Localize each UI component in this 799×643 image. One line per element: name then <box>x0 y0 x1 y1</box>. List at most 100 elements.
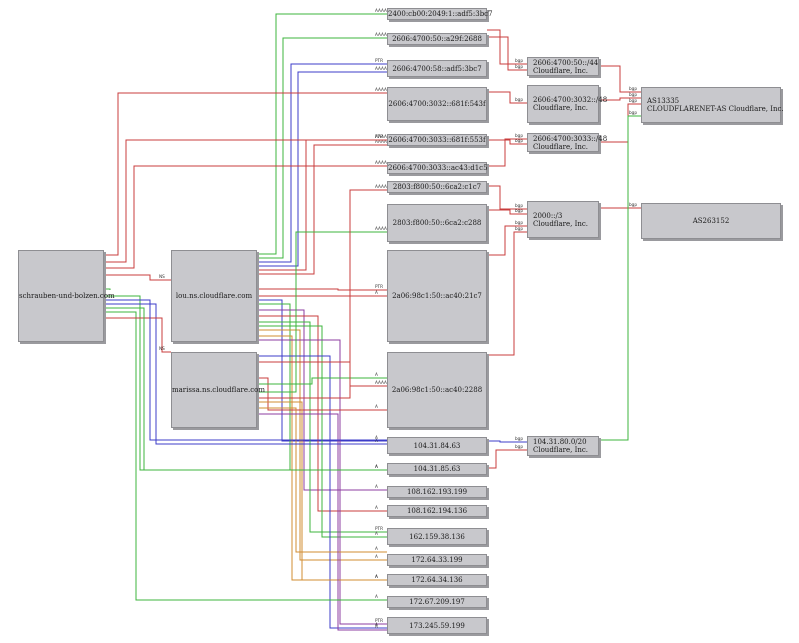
edge-label: bgp <box>515 220 523 225</box>
domain-edge <box>104 311 387 601</box>
ipv6-node[interactable]: 2606:4700:3033::ac43:d1c5 <box>387 162 488 174</box>
ns-to-ip-edge <box>257 407 387 553</box>
ns-to-ip-edge <box>257 37 387 259</box>
ip-to-prefix-edge <box>487 91 527 104</box>
edge-label: bgp <box>629 202 637 207</box>
edge-label: bgp <box>629 92 637 97</box>
ns-to-ip-edge <box>257 144 387 275</box>
edge-label: A <box>375 464 378 469</box>
ipv6-node[interactable]: 2606:4700:3032::681f:543f <box>387 87 487 121</box>
nameserver-node-lou[interactable]: lou.ns.cloudflare.com <box>171 250 257 342</box>
ns-to-ip-edge <box>257 355 387 629</box>
edge-label: A <box>375 505 378 510</box>
ipv4-node[interactable]: 172.67.209.197 <box>387 596 487 608</box>
edge-label: AAAA <box>375 87 387 92</box>
asn-node[interactable]: AS13335 CLOUDFLARENET-AS Cloudflare, Inc… <box>641 87 784 123</box>
edge-label: PTR <box>375 134 383 139</box>
asn-node[interactable]: AS263152 <box>641 203 781 239</box>
ipv6-node[interactable]: 2606:4700:58::adf5:3bc7 <box>387 60 487 77</box>
ipv4-node[interactable]: 108.162.194.136 <box>387 505 487 517</box>
ipv4-node[interactable]: 172.64.33.199 <box>387 554 487 566</box>
nameserver-node-marissa[interactable]: marissa.ns.cloudflare.com <box>171 352 265 428</box>
ip-to-prefix-edge <box>487 139 527 145</box>
ns-to-ip-edge <box>257 288 387 291</box>
ns-to-ip-edge <box>257 231 387 393</box>
edge-label: bgp <box>515 208 523 213</box>
prefix-node[interactable]: 2000::/3 Cloudflare, Inc. <box>527 201 599 238</box>
ipv4-node[interactable]: 108.162.193.199 <box>387 486 487 498</box>
edge-label: A <box>375 404 378 409</box>
ns-to-ip-edge <box>257 401 387 581</box>
ns-to-ip-edge <box>257 321 387 533</box>
domain-label: schrauben-und-bolzen.com <box>19 291 115 300</box>
edge-label: A <box>375 574 378 579</box>
domain-edge <box>104 307 145 470</box>
domain-edge <box>104 299 387 441</box>
ns-to-ip-edge <box>257 189 387 399</box>
ns-to-ip-edge <box>257 329 387 561</box>
domain-edge <box>104 295 387 471</box>
edge-label: AAAA <box>375 184 387 189</box>
edge-label: bgp <box>629 98 637 103</box>
edge-label: A <box>375 574 378 579</box>
edge-label: AAAA <box>375 8 387 13</box>
edge-label: bgp <box>515 58 523 63</box>
domain-edge <box>104 274 171 281</box>
ipv6-node[interactable]: 2803:f800:50::6ca2:c288 <box>387 204 487 242</box>
ipv4-node[interactable]: 104.31.84.63 <box>387 437 487 454</box>
edge-label: A <box>375 290 378 295</box>
domain-edge <box>104 317 171 353</box>
ip-to-prefix-edge <box>487 231 527 356</box>
edge-label: bgp <box>515 436 523 441</box>
domain-edge <box>104 165 387 269</box>
edge-label: A <box>375 372 378 377</box>
edge-label: bgp <box>629 86 637 91</box>
prefix-node[interactable]: 2606:4700:3033::/48 Cloudflare, Inc. <box>527 133 607 152</box>
ipv6-node[interactable]: 2606:4700:50::a29f:2688 <box>387 33 487 45</box>
edge-label: bgp <box>515 64 523 69</box>
domain-edge <box>104 139 387 263</box>
ipv6-node[interactable]: 2400:cb00:2049:1::adf5:3bc7 <box>387 8 493 20</box>
prefix-node[interactable]: 2606:4700:3032::/48 Cloudflare, Inc. <box>527 85 607 123</box>
ipv4-node[interactable]: 104.31.85.63 <box>387 463 487 475</box>
ip-to-prefix-edge <box>487 36 527 71</box>
edge-label: AAAA <box>375 134 387 139</box>
edge-label: bgp <box>515 133 523 138</box>
ipv6-node[interactable]: 2606:4700:3033::681f:553f <box>387 134 487 146</box>
edge-label: AAAA <box>375 380 387 385</box>
domain-edge <box>104 92 387 256</box>
edge-label: AAAA <box>375 160 387 165</box>
ns-to-ip-edge <box>257 325 387 538</box>
ipv4-node[interactable]: 162.159.38.136 <box>387 528 487 545</box>
ns-to-ip-edge <box>257 71 387 267</box>
edge-label: PTR <box>375 526 383 531</box>
ip-to-prefix-edge <box>487 209 527 215</box>
ipv6-node[interactable]: 2a06:98c1:50::ac40:21c7 <box>387 250 487 342</box>
ns-to-ip-edge <box>257 309 387 491</box>
edge-label: A <box>375 624 378 629</box>
edge-label: A <box>375 531 378 536</box>
edge-label: AAAA <box>375 66 387 71</box>
ns-to-ip-edge <box>257 63 387 263</box>
prefix-node[interactable]: 2606:4700:50::/44 Cloudflare, Inc. <box>527 57 599 76</box>
prefix-node[interactable]: 104.31.80.0/20 Cloudflare, Inc. <box>527 436 599 456</box>
edge-label: A <box>375 594 378 599</box>
ipv6-node[interactable]: 2a06:98c1:50::ac40:2288 <box>387 352 487 428</box>
domain-node[interactable]: schrauben-und-bolzen.com <box>18 250 115 342</box>
ipv4-node[interactable]: 172.64.34.136 <box>387 574 487 586</box>
prefix-to-as-edge <box>599 97 641 101</box>
edge-label: NS <box>159 346 165 351</box>
ip-to-prefix-edge <box>487 449 527 469</box>
prefix-to-as-edge <box>599 115 641 441</box>
edge-label: bgp <box>515 444 523 449</box>
ns-to-ip-edge <box>257 377 387 411</box>
domain-edge <box>104 288 111 290</box>
ipv4-node[interactable]: 173.245.59.199 <box>387 617 487 634</box>
ns1-label: lou.ns.cloudflare.com <box>175 291 253 300</box>
ns2-label: marissa.ns.cloudflare.com <box>172 385 265 394</box>
ipv6-node[interactable]: 2803:f800:50::6ca2:c1c7 <box>387 181 487 193</box>
ns-to-ip-edge <box>257 413 387 631</box>
edge-label: AAAA <box>375 32 387 37</box>
